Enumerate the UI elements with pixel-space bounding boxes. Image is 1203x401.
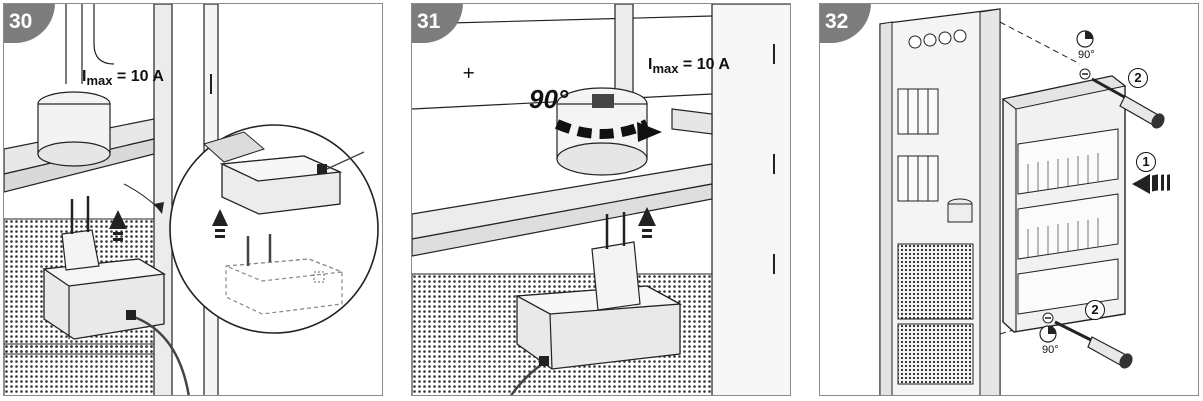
rotation-angle-top: 90°	[1078, 49, 1095, 61]
max-current-label: Imax = 10 A	[648, 56, 730, 76]
svg-text:+: +	[462, 63, 475, 82]
current-value: = 10 A	[678, 56, 730, 73]
rotation-angle-label: 90°	[529, 84, 569, 114]
max-current-label: Imax = 10 A	[82, 68, 164, 88]
current-symbol: I	[648, 56, 653, 73]
current-symbol: I	[82, 68, 87, 85]
callout-1: 1	[1136, 152, 1156, 172]
callout-2-bottom: 2	[1085, 300, 1105, 320]
step-32-illustration	[879, 8, 1170, 395]
rotation-angle-bottom: 90°	[1042, 344, 1059, 356]
step-30-illustration	[4, 4, 379, 395]
step-number-badge: 30	[4, 4, 55, 43]
callout-2-top: 2	[1128, 68, 1148, 88]
step-31-panel: + 31	[411, 3, 791, 396]
step-30-panel: 30 Imax = 10 A	[3, 3, 383, 396]
current-subscript: max	[86, 73, 113, 88]
step-31-illustration: +	[412, 4, 790, 395]
step-number-badge: 31	[412, 4, 463, 43]
current-subscript: max	[652, 61, 679, 76]
current-value: = 10 A	[112, 68, 164, 85]
step-32-panel: 32 90° 90° 2 1 2	[819, 3, 1199, 396]
